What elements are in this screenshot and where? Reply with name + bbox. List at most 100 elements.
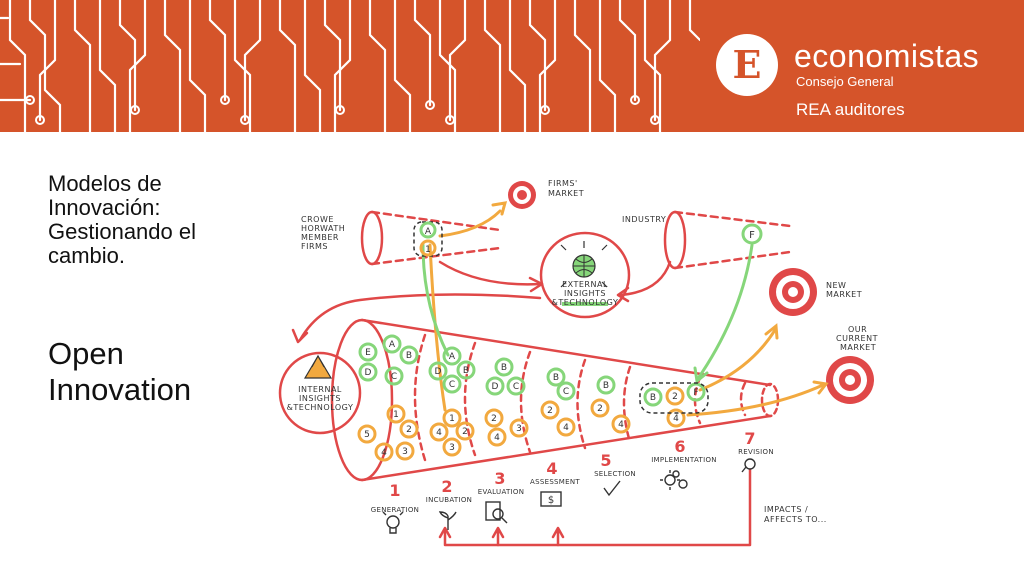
external-to-funnel-arrow: [298, 293, 542, 342]
idea-label: D: [365, 368, 372, 378]
idea-to-current-market-arrow: [686, 383, 825, 417]
idea-label: B: [463, 366, 469, 376]
internal-label: INTERNAL: [298, 385, 342, 394]
crowe-cone-body: [370, 210, 502, 266]
firms-market-label: FIRMS': [548, 179, 578, 188]
stage-divider: [413, 333, 747, 462]
mountain-icon: [303, 354, 333, 379]
idea-label: B: [406, 351, 412, 361]
stage-number: 4: [546, 459, 557, 478]
current-market-label: CURRENT: [836, 334, 878, 343]
idea-label: 3: [449, 443, 455, 453]
header-banner: E economistas Consejo General REA audito…: [0, 0, 1024, 132]
firms-market-target: [508, 181, 536, 209]
external-label: &TECHNOLOGY: [552, 298, 619, 307]
feedback-arrowhead-2: [491, 526, 505, 547]
current-market-arrowhead: [812, 380, 829, 395]
magnifier-icon: [485, 501, 508, 524]
brand-block: E economistas Consejo General REA audito…: [716, 26, 1016, 126]
internal-label: INSIGHTS: [299, 394, 341, 403]
internal-label: &TECHNOLOGY: [287, 403, 354, 412]
internal-insights-circle: [278, 351, 362, 435]
current-market-target: [826, 356, 874, 404]
logo-glyph: E: [732, 42, 762, 87]
slide-title: Modelos de Innovación: Gestionando el ca…: [48, 171, 196, 268]
idea-label: B: [553, 373, 559, 383]
idea-label: 4: [436, 428, 442, 438]
new-market-arrowhead: [764, 323, 779, 340]
feedback-arrowhead-1: [438, 526, 452, 539]
idea-label: E: [365, 348, 371, 358]
globe-icon: [560, 241, 608, 288]
crowe-to-firms-market-arrow: [438, 209, 502, 238]
crowe-idea-group: A 1: [413, 221, 443, 257]
stage-number: 5: [600, 451, 611, 470]
firms-market-arrowhead: [491, 201, 508, 216]
crowe-label: HORWATH: [301, 224, 345, 233]
industry-to-external-arrowhead: [616, 286, 630, 303]
industry-idea-f: F: [749, 230, 755, 241]
stage-name: REVISION: [738, 448, 774, 456]
external-label: INSIGHTS: [564, 289, 606, 298]
stage-number: 3: [494, 469, 505, 488]
idea-label: B: [501, 363, 507, 373]
idea-label: 4: [494, 433, 500, 443]
idea-label: 2: [597, 404, 603, 414]
crowe-to-funnel-green-arrow: [421, 243, 450, 357]
idea-label: 4: [381, 448, 387, 458]
idea-label: 2: [462, 427, 468, 437]
idea-label: 2: [491, 414, 497, 424]
checkmark-icon: [603, 480, 621, 497]
idea-label: D: [492, 382, 499, 392]
funnel-tip: [760, 382, 780, 418]
crowe-label: MEMBER: [301, 233, 339, 242]
stage-number: 7: [744, 429, 755, 448]
crowe-to-external-arrow: [438, 260, 542, 286]
idea-to-new-market-arrow: [698, 328, 777, 392]
brand-tagline: REA auditores: [796, 100, 905, 119]
open-innovation-diagram: A 1 F E A B D C 1 2 5 4: [278, 179, 878, 547]
sprout-icon: [438, 511, 457, 530]
industry-cone-body: [673, 210, 792, 270]
crowe-idea-a: A: [425, 227, 432, 237]
impacts-label: IMPACTS /: [764, 505, 808, 514]
money-icon: $: [540, 491, 562, 507]
industry-cone-mouth: [663, 210, 687, 270]
stage-name: ASSESSMENT: [530, 478, 580, 486]
idea-label: 1: [393, 410, 399, 420]
dollar-glyph: $: [548, 495, 554, 506]
external-to-funnel-arrowhead: [291, 328, 309, 344]
idea-label: 2: [672, 392, 678, 402]
idea-label: 1: [449, 414, 455, 424]
industry-to-external-arrow: [618, 260, 672, 297]
idea-label: A: [449, 352, 456, 362]
current-market-label: MARKET: [840, 343, 876, 352]
current-market-label: OUR: [848, 325, 867, 334]
crowe-label: FIRMS: [301, 242, 328, 251]
idea-label: B: [603, 381, 609, 391]
firms-market-label: MARKET: [548, 189, 584, 198]
brand-name: economistas: [794, 38, 980, 74]
impacts-label: AFFECTS TO...: [764, 515, 827, 524]
crowe-to-external-arrowhead: [528, 276, 544, 293]
stage-name: INCUBATION: [426, 496, 472, 504]
stage-number: 1: [389, 481, 400, 500]
idea-label: 5: [364, 430, 370, 440]
idea-label: C: [513, 382, 519, 392]
idea-label: D: [435, 367, 442, 377]
revision-feedback-loop: [443, 468, 752, 547]
stage-name: IMPLEMENTATION: [651, 456, 717, 464]
idea-label: C: [449, 380, 455, 390]
idea-label: 3: [516, 424, 522, 434]
crowe-label: CROWE: [301, 215, 334, 224]
gears-icon: [660, 470, 688, 490]
brand-subtitle: Consejo General: [796, 74, 894, 89]
crowe-idea-1: 1: [425, 245, 431, 255]
idea-label: A: [389, 340, 396, 350]
lightbulb-icon: [382, 511, 404, 534]
idea-label: 4: [673, 414, 679, 424]
new-market-label: NEW: [826, 281, 846, 290]
industry-to-funnel-green-arrow: [695, 243, 754, 382]
external-insights-circle: [539, 231, 631, 319]
slide-subtitle: Open Innovation: [48, 336, 192, 407]
